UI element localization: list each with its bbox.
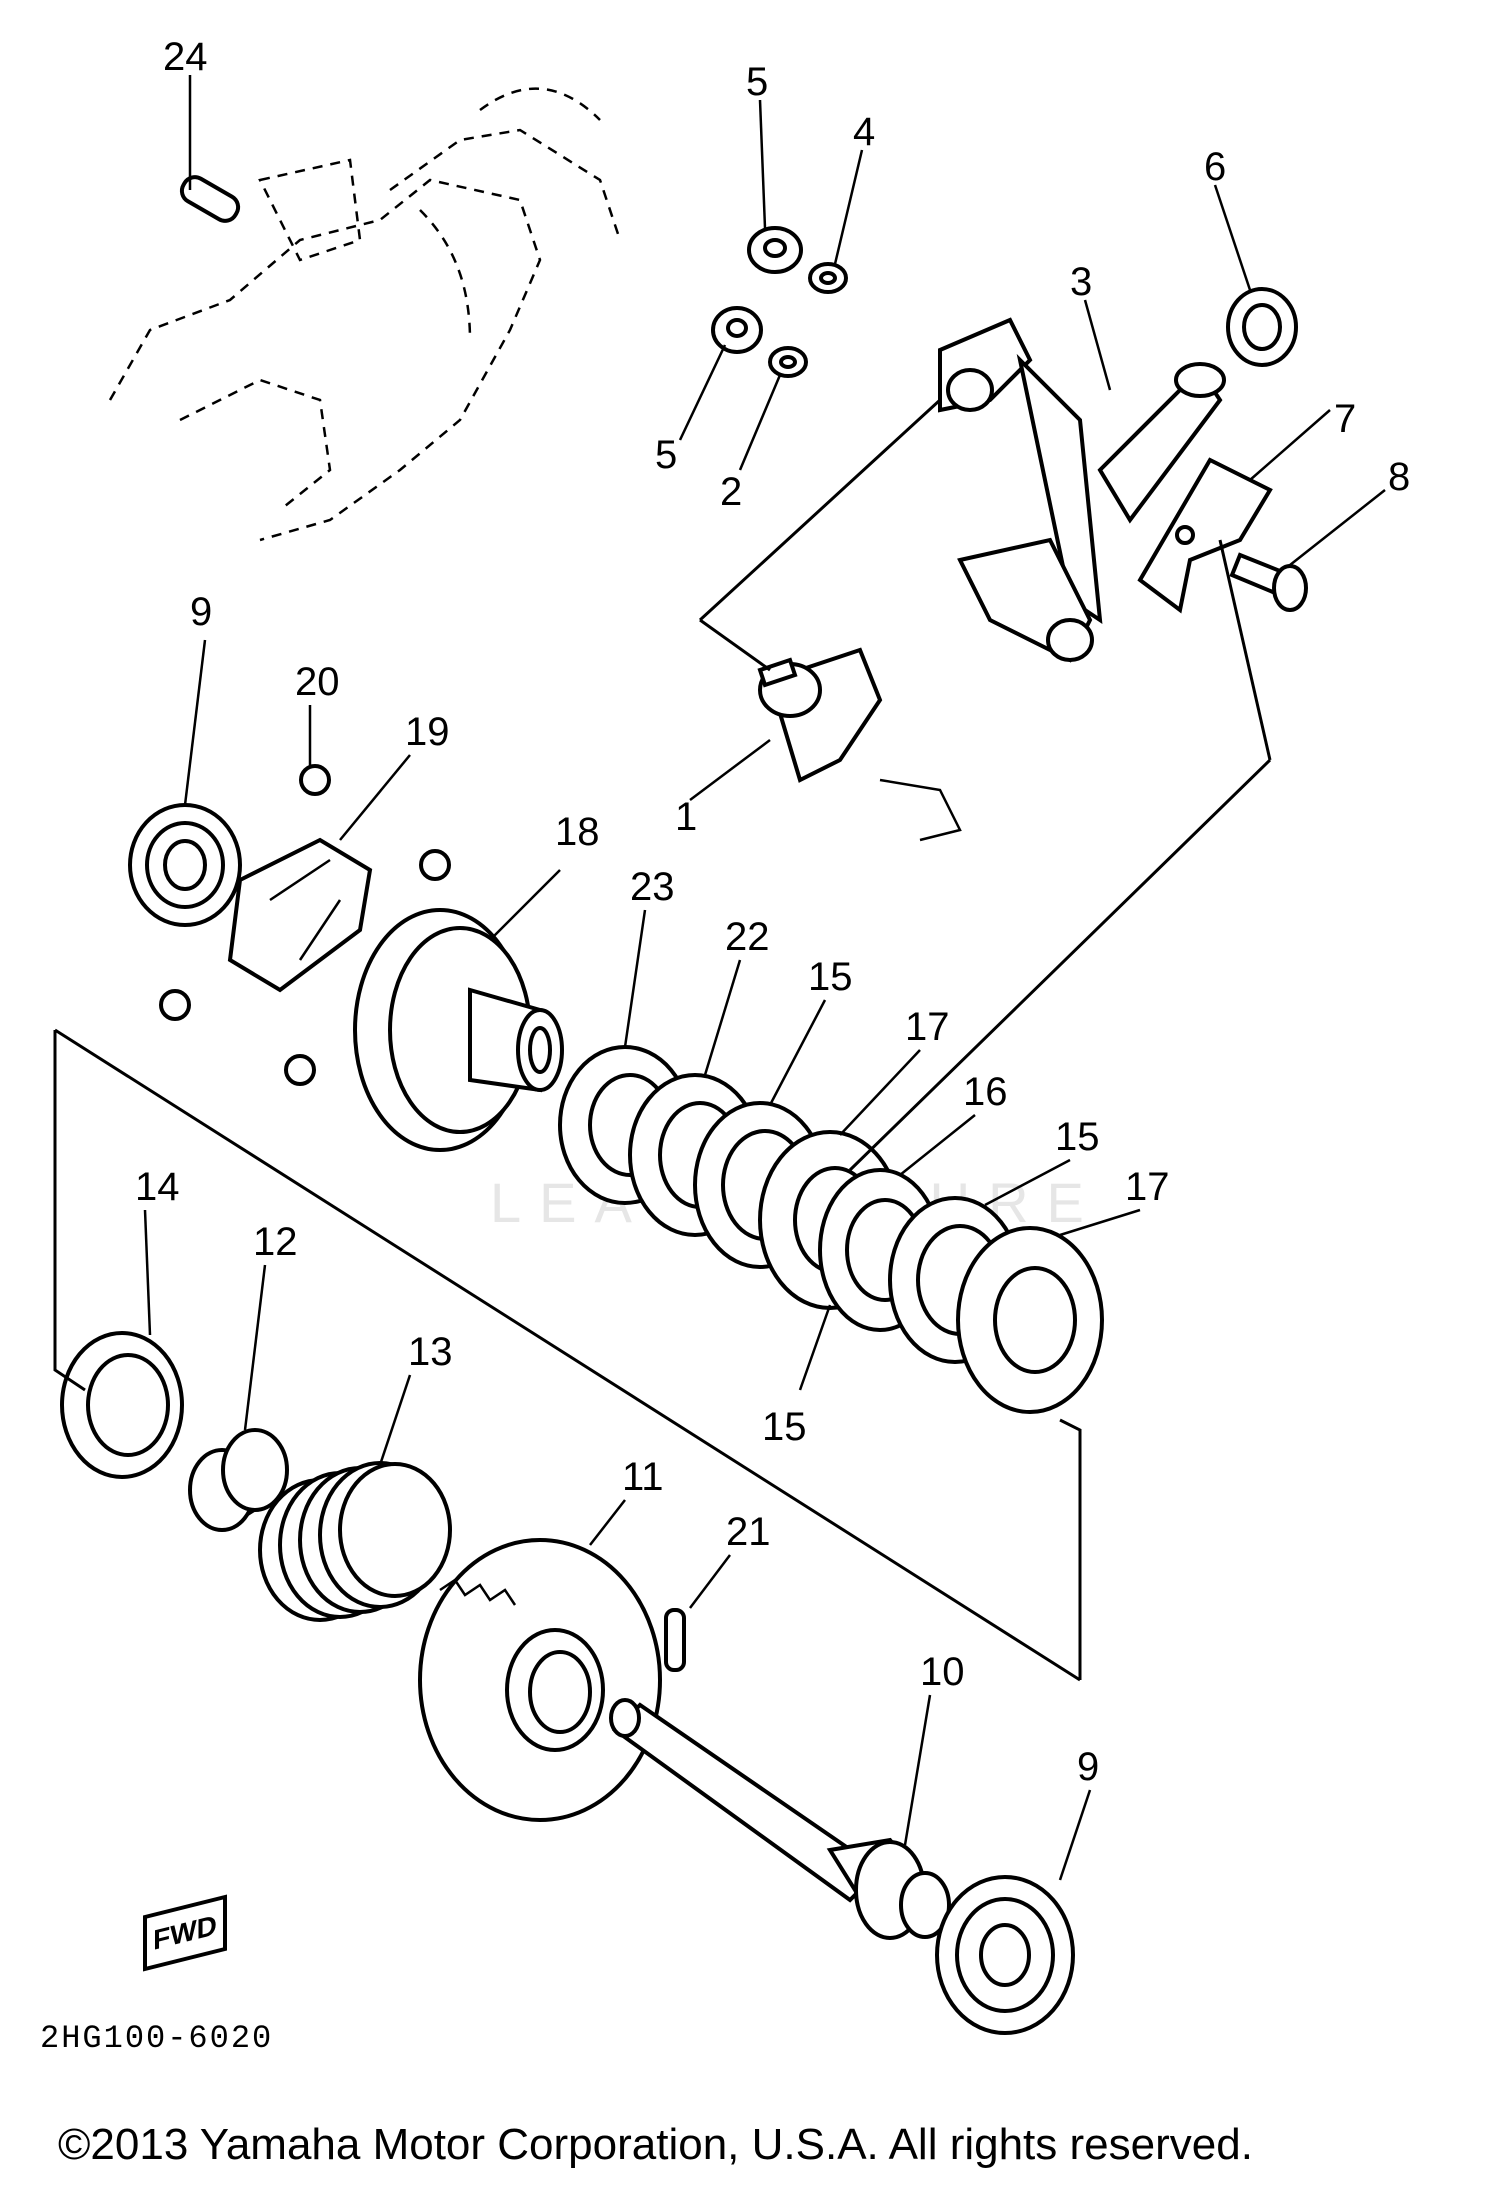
callout-4: 4 — [853, 110, 875, 154]
part-19-holder — [227, 837, 373, 993]
parts-nuts-washers — [711, 226, 848, 378]
copyright-notice: ©2013 Yamaha Motor Corporation, U.S.A. A… — [58, 2120, 1253, 2169]
callout-15-c: 15 — [762, 1405, 807, 1449]
callout-9-bottom: 9 — [1077, 1745, 1099, 1789]
part-9-bearing-top — [128, 803, 242, 927]
part-24-pin — [179, 175, 241, 223]
part-20-balls — [159, 764, 451, 1086]
callout-8: 8 — [1388, 455, 1410, 499]
callout-13: 13 — [408, 1330, 453, 1374]
callout-9-top: 9 — [190, 590, 212, 634]
callout-20: 20 — [295, 660, 340, 704]
callout-19: 19 — [405, 710, 450, 754]
part-6-seal — [1226, 287, 1298, 367]
callout-1: 1 — [675, 795, 697, 839]
part-9-bearing-bottom — [935, 1875, 1075, 2035]
callout-14: 14 — [135, 1165, 180, 1209]
callout-10: 10 — [920, 1650, 965, 1694]
callout-7: 7 — [1334, 397, 1356, 441]
callout-23: 23 — [630, 865, 675, 909]
callout-15-b: 15 — [1055, 1115, 1100, 1159]
callout-5-lower: 5 — [655, 433, 677, 477]
part-14-seal — [60, 1331, 184, 1479]
callout-labels: 24 5 4 6 3 5 2 7 8 9 20 19 1 18 23 22 15… — [135, 35, 1410, 1789]
callout-17-b: 17 — [1125, 1165, 1170, 1209]
part-10-shaft — [609, 1698, 951, 1940]
callout-16: 16 — [963, 1070, 1008, 1114]
part-1-cam — [757, 647, 962, 842]
part-8-bolt — [1229, 552, 1308, 612]
part-11-gear — [418, 1538, 662, 1822]
callout-17-a: 17 — [905, 1005, 950, 1049]
part-12-collar — [188, 1428, 289, 1532]
callout-6: 6 — [1204, 145, 1226, 189]
diagram-code: 2HG100-6020 — [40, 2020, 274, 2057]
callout-11: 11 — [622, 1455, 664, 1499]
callout-2: 2 — [720, 470, 742, 514]
callout-15-a: 15 — [808, 955, 853, 999]
part-3-lever-assembly — [938, 317, 1226, 663]
part-18-boss — [353, 908, 564, 1152]
callout-21: 21 — [726, 1510, 771, 1554]
callout-18: 18 — [555, 810, 600, 854]
part-21-pin — [664, 1608, 686, 1672]
leader-lines — [143, 75, 1386, 1881]
assembly-lines — [53, 398, 1272, 1682]
callout-22: 22 — [725, 915, 770, 959]
crankcase-outline — [108, 87, 622, 542]
callout-12: 12 — [253, 1220, 298, 1264]
part-7-bracket — [1137, 457, 1273, 614]
part-13-spring — [258, 1461, 452, 1622]
callout-3: 3 — [1070, 260, 1092, 304]
callout-5-top: 5 — [746, 60, 768, 104]
callout-24: 24 — [163, 35, 208, 79]
plate-stack — [558, 1045, 1104, 1414]
